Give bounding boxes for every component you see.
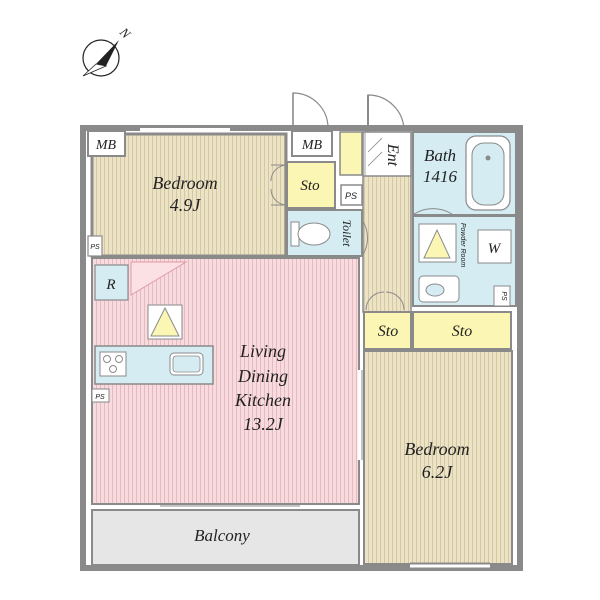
bath-label: Bath: [424, 146, 456, 165]
ldk: R PS Living Dining Kitchen 13.2J: [91, 257, 363, 505]
refrigerator-label: R: [105, 277, 115, 293]
ps-left-upper-label: PS: [90, 244, 100, 251]
mb-left-label: MB: [95, 138, 117, 153]
stove-burner-icon: [103, 355, 111, 363]
ldk-line3: Kitchen: [234, 390, 291, 410]
door-top-middle: [292, 92, 329, 129]
bedroom-4-9j: Bedroom 4.9J: [90, 126, 288, 258]
ps-top-label: PS: [345, 191, 357, 201]
powder-room: Powder Room W PS: [412, 215, 517, 307]
toilet-bowl-icon: [297, 222, 331, 246]
north-label: N: [116, 24, 134, 42]
bedroom-bottom-name: Bedroom: [404, 439, 469, 459]
pipe-space-top: PS: [340, 184, 363, 206]
ps-right-label: PS: [500, 291, 507, 301]
meter-box-left: MB: [87, 130, 126, 157]
toilet-label: Toilet: [340, 220, 354, 248]
exterior-walls: [80, 125, 523, 571]
storage-right: Sto: [412, 311, 512, 350]
meter-box-middle: MB: [291, 130, 333, 157]
ps-left-lower-label: PS: [95, 394, 105, 401]
compass-icon: N: [82, 24, 135, 77]
shoe-storage: [339, 131, 363, 176]
balcony-label: Balcony: [194, 526, 250, 545]
ldk-line1: Living: [239, 341, 286, 361]
ldk-size: 13.2J: [243, 414, 284, 434]
bathroom: Bath 1416: [412, 131, 517, 216]
bedroom-6-2j: Bedroom 6.2J: [363, 350, 513, 568]
range-hood-icon: [150, 306, 180, 337]
sto-mid-label: Sto: [378, 323, 398, 340]
bath-size: 1416: [423, 167, 458, 186]
pipe-space-left-upper: PS: [87, 235, 103, 257]
hall-closet-doors: [365, 291, 405, 311]
toilet-room: Toilet: [286, 209, 368, 257]
entrance-label: Ent: [384, 143, 401, 167]
powder-room-label: Powder Room: [459, 223, 466, 268]
entrance: Ent: [364, 94, 405, 176]
bedroom-top-size: 4.9J: [170, 195, 202, 215]
storage-middle: Sto: [363, 311, 412, 350]
sto-right-label: Sto: [452, 323, 472, 340]
vanity-icon: [423, 228, 451, 259]
storage-top: Sto: [270, 161, 336, 209]
balcony: Balcony: [91, 509, 360, 566]
sto-top-label: Sto: [300, 178, 320, 194]
bedroom-top-name: Bedroom: [152, 173, 217, 193]
bedroom-bottom-size: 6.2J: [422, 462, 454, 482]
sink-icon: [425, 283, 445, 297]
washer-label: W: [488, 241, 502, 257]
mb-mid-label: MB: [301, 138, 323, 153]
ldk-line2: Dining: [237, 366, 288, 386]
